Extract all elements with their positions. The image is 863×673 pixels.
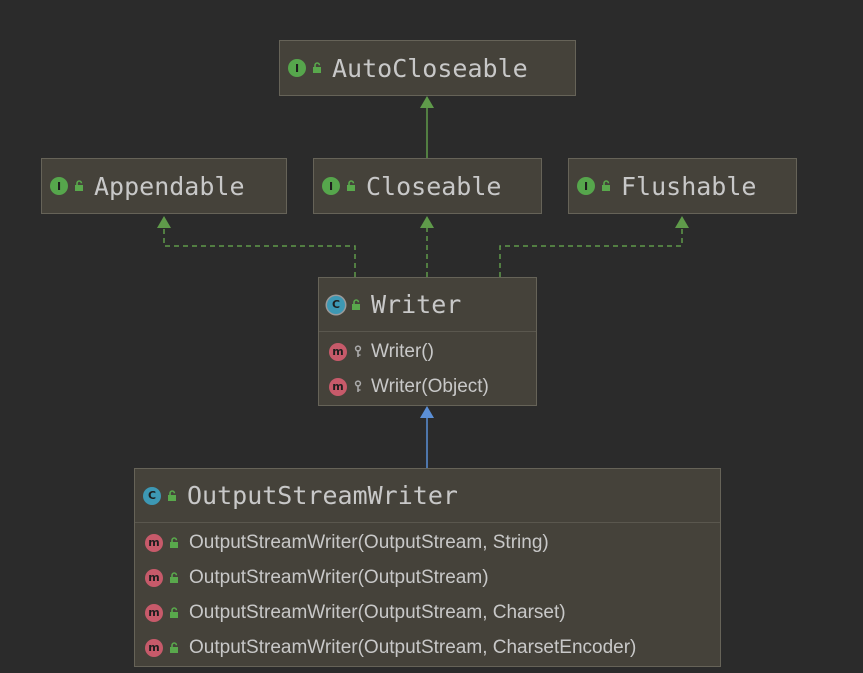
unlock-icon	[352, 298, 360, 310]
member-label: OutputStreamWriter(OutputStream, String)	[189, 531, 549, 553]
unlock-icon	[170, 641, 178, 653]
method-icon: m	[145, 533, 163, 552]
arrowhead-appendable	[157, 216, 171, 228]
arrowhead-autocloseable	[420, 96, 434, 108]
interface-icon: I	[288, 59, 306, 77]
unlock-icon	[170, 571, 178, 583]
member-label: OutputStreamWriter(OutputStream, Charset…	[189, 636, 637, 658]
node-outputstreamwriter[interactable]: C OutputStreamWriter m OutputStreamWrite…	[134, 468, 721, 667]
member-row[interactable]: m OutputStreamWriter(OutputStream, Chars…	[135, 595, 720, 630]
node-title: Flushable	[621, 171, 757, 201]
interface-icon: I	[50, 177, 68, 195]
unlock-icon	[347, 180, 355, 191]
unlock-icon	[168, 489, 176, 501]
node-title: Closeable	[366, 171, 502, 201]
member-label: Writer(Object)	[371, 375, 489, 397]
interface-icon: I	[577, 177, 595, 195]
node-autocloseable[interactable]: I AutoCloseable	[279, 40, 576, 96]
node-appendable[interactable]: I Appendable	[41, 158, 287, 214]
node-title: Appendable	[94, 171, 245, 201]
method-icon: m	[145, 638, 163, 657]
node-title: OutputStreamWriter	[187, 481, 458, 510]
arrowhead-flushable	[675, 216, 689, 228]
node-closeable[interactable]: I Closeable	[313, 158, 542, 214]
member-row[interactable]: m Writer(Object)	[319, 369, 536, 404]
method-icon: m	[329, 342, 347, 361]
node-flushable[interactable]: I Flushable	[568, 158, 797, 214]
method-icon: m	[145, 568, 163, 587]
node-title: AutoCloseable	[332, 53, 528, 83]
abstract-class-icon: C	[327, 295, 345, 314]
method-icon: m	[145, 603, 163, 622]
class-icon: C	[143, 486, 161, 505]
unlock-icon	[75, 180, 83, 191]
method-icon: m	[329, 377, 347, 396]
key-icon	[354, 380, 362, 392]
unlock-icon	[170, 606, 178, 618]
edge-writer-to-appendable	[163, 228, 356, 277]
arrowhead-closeable	[420, 216, 434, 228]
node-writer[interactable]: C Writer m Writer() m Writer(Object)	[318, 277, 537, 406]
member-row[interactable]: m Writer()	[319, 334, 536, 369]
edge-writer-to-flushable	[499, 228, 683, 277]
unlock-icon	[170, 536, 178, 548]
member-row[interactable]: m OutputStreamWriter(OutputStream, Strin…	[135, 525, 720, 560]
member-list: m Writer() m Writer(Object)	[319, 331, 536, 404]
node-title: Writer	[371, 290, 462, 319]
member-row[interactable]: m OutputStreamWriter(OutputStream, Chars…	[135, 630, 720, 665]
unlock-icon	[313, 62, 321, 73]
unlock-icon	[602, 180, 610, 191]
member-list: m OutputStreamWriter(OutputStream, Strin…	[135, 522, 720, 665]
interface-icon: I	[322, 177, 340, 195]
member-row[interactable]: m OutputStreamWriter(OutputStream)	[135, 560, 720, 595]
member-label: Writer()	[371, 340, 434, 362]
member-label: OutputStreamWriter(OutputStream)	[189, 566, 489, 588]
arrowhead-writer	[420, 406, 434, 418]
key-icon	[354, 345, 362, 357]
member-label: OutputStreamWriter(OutputStream, Charset…	[189, 601, 566, 623]
